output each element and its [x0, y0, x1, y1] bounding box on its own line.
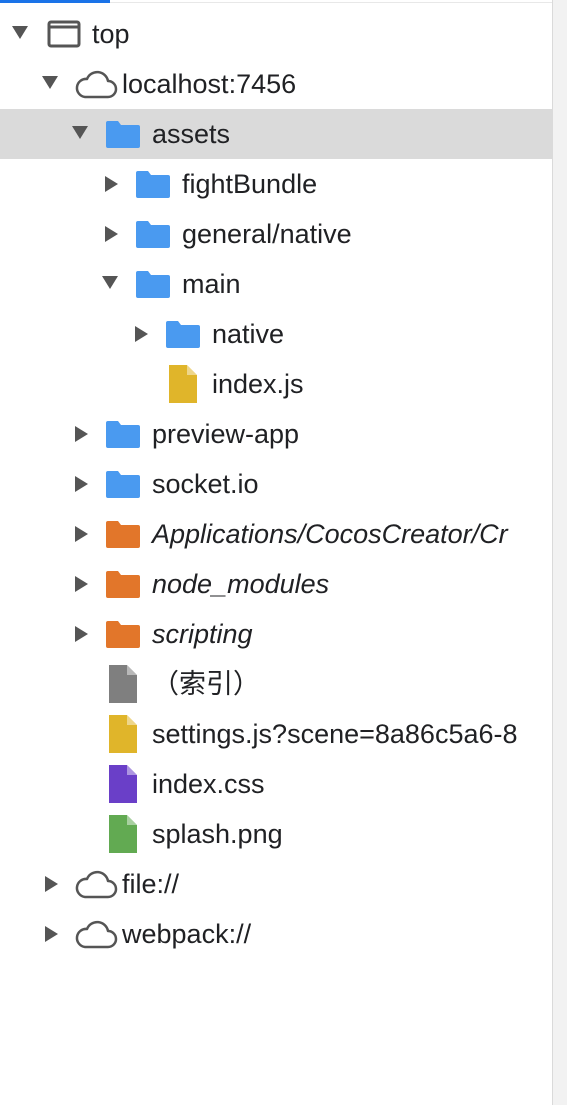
tree-item-label: （索引） — [152, 669, 260, 699]
tree-item-label: index.css — [152, 769, 265, 799]
collapse-arrow-icon[interactable] — [12, 26, 28, 39]
document-file-icon — [108, 664, 138, 709]
tree-item-label: localhost:7456 — [122, 69, 297, 99]
tree-item-label: node_modules — [152, 569, 330, 599]
expand-arrow-icon[interactable] — [135, 326, 148, 342]
tree-item-label: assets — [152, 119, 231, 149]
tree-row[interactable]: Applications/CocosCreator/Cr — [0, 509, 552, 559]
tree-item-label: splash.png — [152, 819, 283, 849]
tree-item-label: native — [212, 319, 285, 349]
js-file-icon — [168, 364, 198, 409]
collapse-arrow-icon[interactable] — [42, 76, 58, 89]
folder-icon — [135, 219, 171, 254]
cloud-icon — [73, 70, 119, 105]
tree-row[interactable]: preview-app — [0, 409, 552, 459]
folder-icon — [105, 619, 141, 654]
tree-item-label: file:// — [122, 869, 180, 899]
tree-row[interactable]: （索引） — [0, 659, 552, 709]
tree-item-label: socket.io — [152, 469, 259, 499]
tree-item-label: general/native — [182, 219, 352, 249]
expand-arrow-icon[interactable] — [75, 526, 88, 542]
collapse-arrow-icon[interactable] — [102, 276, 118, 289]
tree-item-label: Applications/CocosCreator/Cr — [152, 519, 508, 549]
tree-item-label: index.js — [212, 369, 304, 399]
expand-arrow-icon[interactable] — [45, 926, 58, 942]
expand-arrow-icon[interactable] — [75, 626, 88, 642]
tree-item-label: preview-app — [152, 419, 300, 449]
folder-icon — [105, 569, 141, 604]
cloud-icon — [73, 870, 119, 905]
folder-icon — [135, 169, 171, 204]
expand-arrow-icon[interactable] — [105, 226, 118, 242]
tree-row[interactable]: index.js — [0, 359, 552, 409]
folder-icon — [105, 419, 141, 454]
tree-item-label: fightBundle — [182, 169, 318, 199]
expand-arrow-icon[interactable] — [75, 576, 88, 592]
tree-item-label: main — [182, 269, 241, 299]
scrollbar[interactable] — [552, 0, 567, 1105]
tree-row[interactable]: native — [0, 309, 552, 359]
tree-row[interactable]: index.css — [0, 759, 552, 809]
tree-item-label: webpack:// — [122, 919, 252, 949]
frame-icon — [47, 20, 81, 53]
image-file-icon — [108, 814, 138, 859]
active-tab-indicator — [0, 0, 110, 3]
tree-row[interactable]: localhost:7456 — [0, 59, 552, 109]
folder-icon — [135, 269, 171, 304]
tree-row[interactable]: settings.js?scene=8a86c5a6-8 — [0, 709, 552, 759]
expand-arrow-icon[interactable] — [105, 176, 118, 192]
tree-row[interactable]: general/native — [0, 209, 552, 259]
expand-arrow-icon[interactable] — [75, 476, 88, 492]
tree-row[interactable]: node_modules — [0, 559, 552, 609]
tree-row[interactable]: socket.io — [0, 459, 552, 509]
expand-arrow-icon[interactable] — [75, 426, 88, 442]
js-file-icon — [108, 714, 138, 759]
tree-row[interactable]: splash.png — [0, 809, 552, 859]
tree-row[interactable]: scripting — [0, 609, 552, 659]
cloud-icon — [73, 920, 119, 955]
tree-row[interactable]: file:// — [0, 859, 552, 909]
folder-icon — [165, 319, 201, 354]
sources-tree: top localhost:7456 assets fightBundle genera… — [0, 0, 552, 959]
tree-row[interactable]: webpack:// — [0, 909, 552, 959]
tab-divider — [110, 2, 552, 3]
tree-item-label: top — [92, 19, 130, 49]
expand-arrow-icon[interactable] — [45, 876, 58, 892]
css-file-icon — [108, 764, 138, 809]
tree-item-label: scripting — [152, 619, 253, 649]
tree-row[interactable]: top — [0, 9, 552, 59]
tree-row[interactable]: fightBundle — [0, 159, 552, 209]
tree-row[interactable]: assets — [0, 109, 552, 159]
tree-item-label: settings.js?scene=8a86c5a6-8 — [152, 719, 518, 749]
folder-icon — [105, 119, 141, 154]
folder-icon — [105, 519, 141, 554]
folder-icon — [105, 469, 141, 504]
tree-row[interactable]: main — [0, 259, 552, 309]
collapse-arrow-icon[interactable] — [72, 126, 88, 139]
